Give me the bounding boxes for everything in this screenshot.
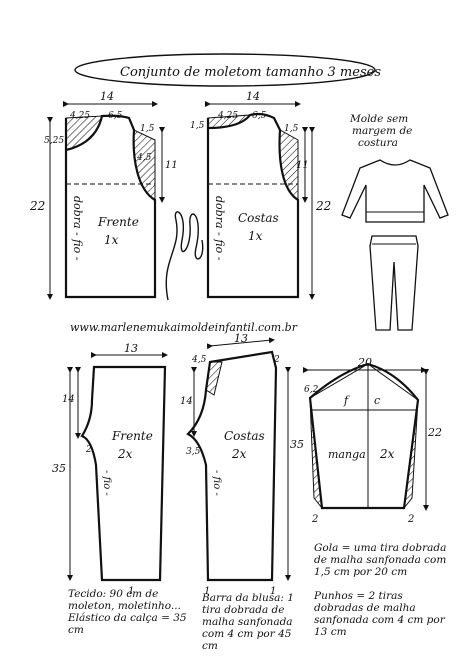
- manga-name: manga: [328, 448, 366, 461]
- molde-note-line3: costura: [358, 137, 398, 149]
- costas-neckdepth-label: 1,5: [190, 121, 205, 131]
- frente-armdepth-label: 11: [165, 160, 178, 171]
- frente-length-label: 22: [29, 199, 45, 213]
- frente-neck-label: 4,25: [69, 111, 90, 121]
- frente-pant-piece: 13 14 2 35 1 Frente 2x - fio -: [52, 342, 168, 597]
- website-url: www.marlenemukaimoldeinfantil.com.br: [70, 321, 298, 334]
- costas-pant-rise-label: 4,5: [191, 355, 207, 365]
- page-title: Conjunto de moletom tamanho 3 meses: [120, 65, 381, 80]
- costas-pant-name: Costas: [224, 429, 265, 443]
- costas-shoulder-label: 6,5: [252, 111, 267, 121]
- manga-c-label: c: [374, 394, 380, 407]
- sweater-sketch-icon: [341, 159, 449, 223]
- title-oval: [74, 53, 376, 87]
- manga-cuff-left: 2: [311, 514, 318, 525]
- molde-note: Molde sem margem de costura: [349, 113, 416, 149]
- costas-pant-piece: 13 4,5 2 14 3,5 35 1 1 Costas 2x - fio -: [180, 332, 304, 597]
- manga-qty: 2x: [379, 447, 395, 461]
- frente-top-piece: 14 4,25 6,5 1,5 5,25 4,5 11 22 Frente 1x…: [29, 90, 178, 300]
- costas-pant-width-dim: [206, 337, 275, 350]
- note-gola: Gola = uma tira dobrada de malha sanfona…: [314, 542, 447, 578]
- note-tecido: Tecido: 90 cm de moleton, moletinho... E…: [68, 588, 187, 636]
- costas-armdepth-label: 11: [296, 160, 309, 171]
- costas-top-qty: 1x: [248, 229, 263, 243]
- manga-left-hatch: [309, 397, 323, 510]
- molde-note-line2: margem de: [352, 125, 412, 137]
- frente-pant-length-label: 35: [52, 462, 66, 475]
- frente-pant-outline: [80, 365, 167, 582]
- signature: [165, 211, 204, 301]
- costas-pant-ext-label: 3,5: [186, 447, 201, 457]
- frente-top-qty: 1x: [104, 233, 119, 247]
- manga-cuff-right: 2: [407, 514, 414, 525]
- manga-cap-label: 6,2: [304, 385, 319, 395]
- manga-right-hatch: [403, 399, 419, 510]
- pants-sketch-icon: [369, 235, 419, 331]
- costas-top-name: Costas: [238, 211, 279, 225]
- frente-pant-fio: - fio -: [101, 470, 112, 496]
- frente-armhole-hatch: [133, 129, 156, 201]
- frente-drop-label: 1,5: [140, 124, 155, 134]
- costas-pant-extra-label: 2: [273, 355, 280, 365]
- note-barra: Barra da blusa: 1 tira dobrada de malha …: [202, 592, 294, 652]
- costas-pant-outline: [186, 350, 278, 582]
- costas-pant-length-label: 35: [290, 438, 304, 451]
- costas-pant-hatch: [205, 361, 223, 396]
- frente-pant-bottom-label: 1: [128, 586, 134, 597]
- costas-neck-hatch: [207, 114, 252, 129]
- frente-pant-ext-label: 2: [85, 445, 92, 455]
- costas-pant-fio: - fio -: [211, 470, 222, 496]
- frente-neckdepth-label: 5,25: [44, 136, 64, 146]
- costas-neck-label: 4,25: [217, 111, 238, 121]
- frente-armcurve-label: 4,5: [136, 153, 152, 163]
- costas-length-label: 22: [315, 199, 331, 213]
- frente-top-fold: dobra - fio -: [71, 196, 84, 261]
- costas-top-piece: 14 4,25 6,5 1,5 1,5 11 22 Costas 1x dobr…: [190, 90, 331, 300]
- frente-pant-name: Frente: [111, 429, 153, 443]
- manga-height-label: 22: [427, 426, 442, 439]
- frente-shoulder-label: 6,5: [108, 111, 123, 121]
- title-group: Conjunto de moletom tamanho 3 meses: [74, 53, 381, 87]
- frente-width-label: 14: [100, 90, 114, 103]
- molde-note-group: Molde sem margem de costura: [341, 113, 449, 331]
- frente-pant-crotch-label: 14: [62, 394, 75, 405]
- frente-neck-hatch: [65, 115, 103, 151]
- costas-top-fold: dobra - fio -: [213, 196, 226, 261]
- manga-piece: 20 6,2 f c 22 manga 2x 2 2: [303, 356, 442, 525]
- costas-width-label: 14: [246, 90, 260, 103]
- frente-pant-width-label: 13: [124, 342, 138, 355]
- frente-top-name: Frente: [97, 215, 139, 229]
- costas-pant-bottom-right: 1: [270, 586, 276, 597]
- manga-width-label: 20: [357, 356, 372, 369]
- note-punhos: Punhos = 2 tiras dobradas de malha sanfo…: [314, 590, 445, 638]
- costas-pant-width-label: 13: [234, 332, 248, 345]
- manga-f-label: f: [343, 394, 350, 407]
- manga-outline: [308, 362, 420, 510]
- costas-pant-crotch-label: 14: [180, 396, 193, 407]
- costas-drop-label: 1,5: [284, 124, 299, 134]
- costas-pant-bottom-left: 1: [204, 586, 210, 597]
- costas-pant-qty: 2x: [231, 447, 247, 461]
- frente-pant-qty: 2x: [117, 447, 133, 461]
- molde-note-line1: Molde sem: [349, 113, 408, 125]
- costas-armhole-hatch: [279, 129, 299, 201]
